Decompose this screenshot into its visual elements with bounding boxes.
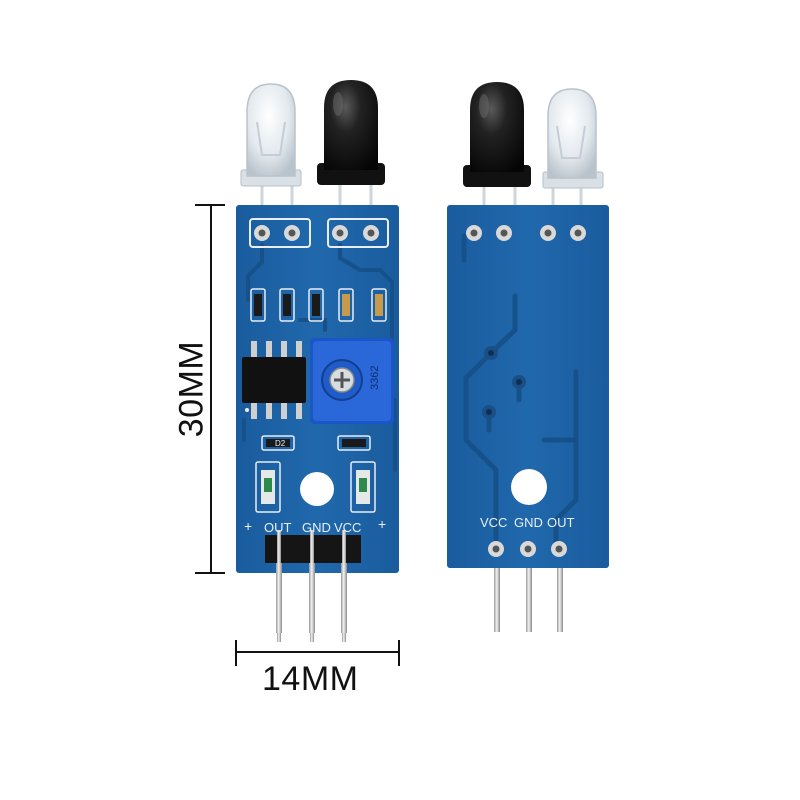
potentiometer: [310, 338, 394, 424]
smd-resistors: [250, 288, 387, 322]
front-pin-label-gnd: GND: [302, 520, 331, 535]
back-pcb: [447, 205, 609, 568]
front-traces: [242, 243, 397, 472]
height-dimension: [195, 204, 225, 574]
front-pin-header: [265, 530, 361, 642]
back-pin-label-gnd: GND: [514, 515, 543, 530]
back-pins: [494, 568, 563, 632]
front-plus-right: +: [378, 516, 387, 532]
width-dimension-label: 14MM: [262, 660, 359, 698]
ir-receiver-led: [317, 80, 385, 185]
width-dimension: [235, 640, 400, 666]
comparator-chip: [242, 341, 306, 419]
back-pin-pads: [488, 541, 567, 557]
ir-emitter-led: [240, 83, 302, 187]
front-mounting-hole: [300, 472, 334, 506]
front-pin-label-out: OUT: [264, 520, 292, 535]
chip-label: D2: [275, 439, 286, 448]
back-ir-emitter-led: [542, 88, 604, 189]
back-mounting-hole: [511, 469, 547, 505]
back-ir-receiver-led: [463, 82, 531, 187]
front-pin-label-vcc: VCC: [334, 520, 362, 535]
indicator-leds: [255, 461, 376, 513]
led-pads: [249, 218, 389, 248]
front-board: 3362 D2: [236, 80, 399, 642]
back-pin-label-out: OUT: [547, 515, 575, 530]
smd-diodes: [261, 435, 371, 451]
front-plus-left: +: [244, 518, 253, 534]
back-pin-label-vcc: VCC: [480, 515, 508, 530]
potentiometer-code: 3362: [369, 366, 381, 390]
height-dimension-label: 30MM: [172, 340, 211, 438]
back-led-pads: [466, 225, 586, 241]
back-vias: [482, 346, 526, 419]
back-board: [447, 82, 609, 632]
